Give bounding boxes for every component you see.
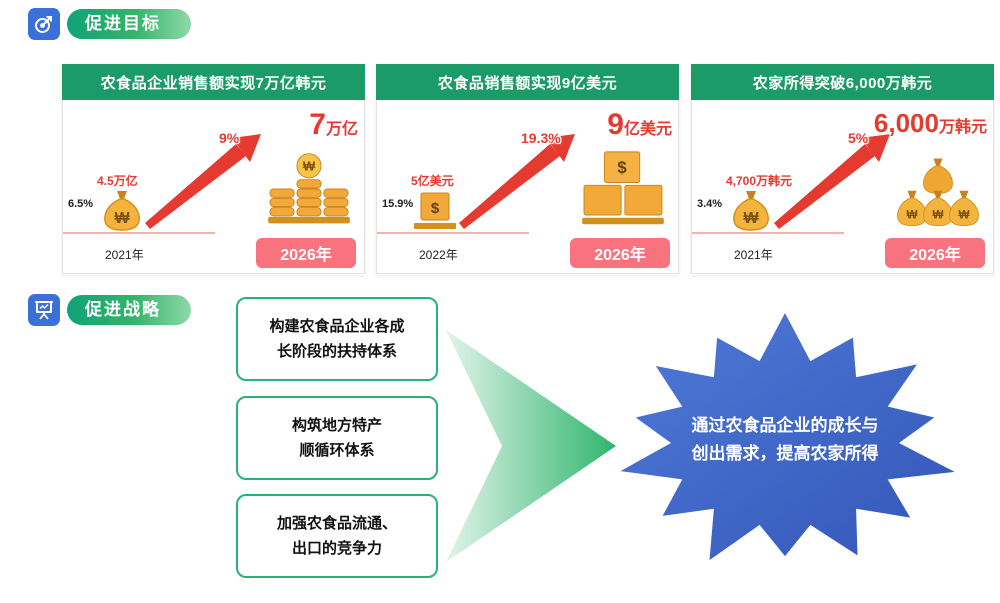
trend-baseline (63, 232, 215, 234)
base-value-label: 4,700万韩元 (726, 174, 793, 188)
goal-card-farm-income: 农家所得突破6,000万韩元 3.4% 4,700万韩元 ₩ 5% 6,000万… (691, 64, 994, 275)
svg-text:$: $ (431, 200, 440, 217)
strategy-board-icon (28, 294, 60, 326)
strategy-box-distribution-export: 加强农食品流通、 出口的竞争力 (236, 494, 438, 578)
strategy-box-support-system: 构建农食品企业各成 长阶段的扶持体系 (236, 297, 438, 381)
goal-target-icon (28, 8, 60, 40)
base-value-label: 5亿美元 (411, 174, 454, 188)
card-chart-area: 3.4% 4,700万韩元 ₩ 5% 6,000万韩元 ₩ (691, 100, 994, 274)
card-chart-area: 6.5% 4.5万亿 ₩ 9% 7万亿 ₩ 2021年 (62, 100, 365, 274)
trend-baseline (692, 232, 844, 234)
dollar-boxes-icon: $ (582, 151, 664, 225)
won-bag-icon: ₩ (104, 191, 140, 231)
target-value-label: 7万亿 (309, 108, 358, 141)
card-chart-area: 15.9% 5亿美元 $ 19.3% 9亿美元 $ 2022年 2026年 (376, 100, 679, 274)
goal-card-sales-usd: 农食品销售额实现9亿美元 15.9% 5亿美元 $ 19.3% 9亿美元 $ (376, 64, 679, 275)
strategy-box-local-specialty: 构筑地方特产 顺循环体系 (236, 396, 438, 480)
won-bag-icon: ₩ (733, 191, 769, 231)
base-value-label: 4.5万亿 (97, 174, 138, 188)
card-title: 农食品销售额实现9亿美元 (376, 64, 679, 100)
target-value-label: 6,000万韩元 (873, 108, 987, 138)
card-title: 农食品企业销售额实现7万亿韩元 (62, 64, 365, 100)
svg-text:₩: ₩ (933, 209, 944, 222)
coin-stack-icon: ₩ (268, 153, 350, 224)
svg-text:₩: ₩ (303, 158, 316, 173)
funnel-arrow-icon (446, 330, 616, 562)
goal-card-sales-krw: 农食品企业销售额实现7万亿韩元 6.5% 4.5万亿 ₩ 9% 7万亿 (62, 64, 365, 275)
card-title: 农家所得突破6,000万韩元 (691, 64, 994, 100)
svg-text:₩: ₩ (114, 210, 130, 227)
strategy-section-title: 促进战略 (67, 295, 191, 325)
growth-arrow-icon (774, 134, 890, 229)
dollar-box-icon: $ (414, 192, 456, 229)
strategy-section-header: 促进战略 (28, 294, 191, 326)
growth-rate-label: 5% (848, 130, 869, 146)
growth-arrow-icon (459, 134, 575, 229)
svg-text:₩: ₩ (743, 210, 759, 227)
svg-text:₩: ₩ (907, 209, 918, 222)
money-bags-icon: ₩ ₩ ₩ (897, 158, 979, 227)
svg-text:$: $ (617, 158, 627, 177)
growth-rate-label: 19.3% (521, 130, 561, 146)
growth-rate-label: 9% (219, 130, 240, 146)
goals-section-title: 促进目标 (67, 9, 191, 39)
target-year-badge: 2026年 (256, 238, 356, 268)
growth-arrow-icon (145, 134, 261, 229)
trend-baseline (377, 232, 529, 234)
base-rate-label: 3.4% (697, 198, 723, 210)
base-year-label: 2021年 (734, 248, 773, 262)
goals-section-header: 促进目标 (28, 8, 191, 40)
base-rate-label: 15.9% (382, 198, 414, 210)
base-year-label: 2021年 (105, 248, 144, 262)
outcome-statement: 通过农食品企业的成长与 创出需求，提高农家所得 (691, 416, 879, 464)
target-value-label: 9亿美元 (607, 108, 672, 141)
target-year-badge: 2026年 (885, 238, 985, 268)
target-year-badge: 2026年 (570, 238, 670, 268)
base-year-label: 2022年 (419, 248, 458, 262)
base-rate-label: 6.5% (68, 198, 94, 210)
svg-text:₩: ₩ (958, 209, 969, 222)
starburst-shape (620, 313, 955, 561)
